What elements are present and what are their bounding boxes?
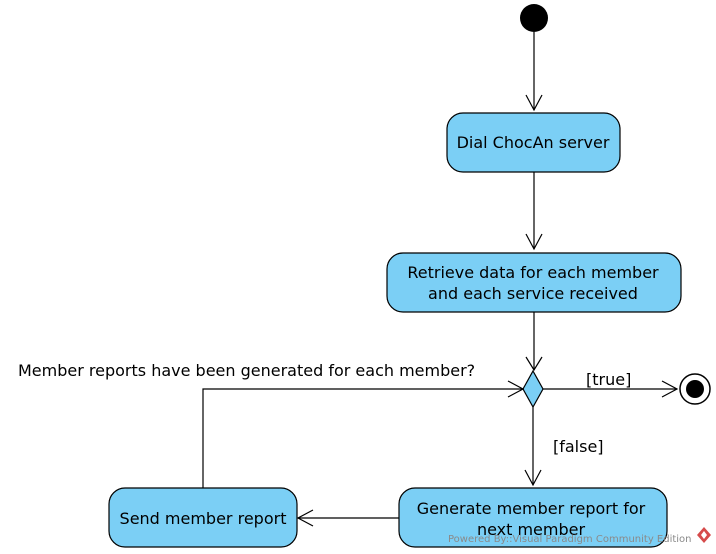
- action-send-member-report: Send member report: [108, 487, 298, 548]
- edge-decision-to-generate: [524, 407, 542, 487]
- edge-initial-to-dial: [525, 32, 543, 112]
- retrieve-label-line1: Retrieve data for each member: [407, 263, 659, 282]
- edge-retrieve-to-decision: [525, 312, 543, 372]
- decision-node: [522, 369, 544, 409]
- watermark: Powered By::Visual Paradigm Community Ed…: [448, 527, 711, 545]
- visual-paradigm-logo-icon: [697, 527, 711, 543]
- final-node: [679, 373, 711, 405]
- action-dial-chocan-server: Dial ChocAn server: [446, 112, 621, 173]
- generate-label-line1: Generate member report for: [417, 499, 646, 518]
- edge-generate-to-send: [296, 509, 399, 527]
- initial-node: [520, 4, 548, 32]
- dial-label: Dial ChocAn server: [457, 133, 610, 152]
- decision-question: Member reports have been generated for e…: [18, 361, 475, 380]
- retrieve-label-line2: and each service received: [428, 284, 638, 303]
- send-label: Send member report: [120, 509, 287, 528]
- edge-decision-to-final: [543, 380, 679, 398]
- watermark-text: Powered By::Visual Paradigm Community Ed…: [448, 534, 692, 545]
- false-guard: [false]: [553, 437, 604, 456]
- edge-send-to-decision: [202, 380, 525, 488]
- edge-dial-to-retrieve: [525, 172, 543, 251]
- action-retrieve-data: Retrieve data for each member and each s…: [386, 252, 682, 313]
- true-guard: [true]: [586, 370, 631, 389]
- generate-label-line2: next member: [477, 520, 586, 539]
